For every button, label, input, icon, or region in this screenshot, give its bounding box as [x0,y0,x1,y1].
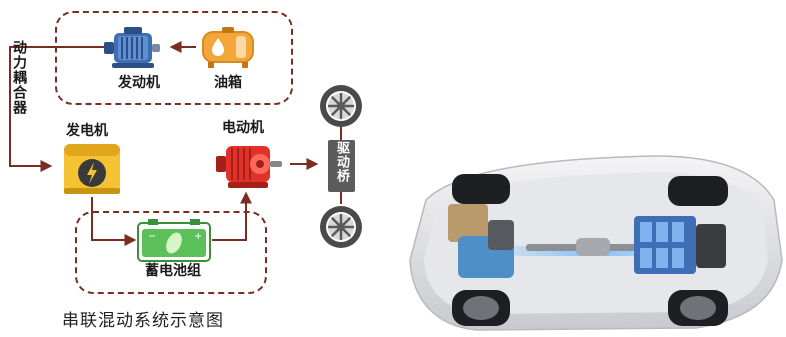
engine-icon [100,25,162,71]
svg-text:−: − [148,231,156,242]
coupler-label: 动力耦合器 [11,40,27,115]
motor-label: 电动机 [222,120,264,136]
battery-icon: − + [136,219,212,263]
engine-group-box [55,11,293,105]
fuel-tank-label: 油箱 [214,75,242,91]
generator-label: 发电机 [66,123,108,139]
motor-icon [212,138,286,192]
hybrid-diagram: 发动机 油箱 动力耦合器 发电机 电动机 [9,11,364,331]
diagram-caption: 串联混动系统示意图 [62,311,224,331]
arrow-battery-to-motor [212,191,252,241]
battery-label: 蓄电池组 [145,263,201,279]
car-chassis-illustration [396,140,786,337]
drive-axle-label: 驱动桥 [334,141,349,183]
battery-group-box [75,211,267,294]
arrow-engine-to-generator [9,46,105,172]
engine-label: 发动机 [118,75,160,91]
generator-icon [60,140,124,198]
fuel-tank-icon [200,26,256,70]
wheel-icon-top [318,83,364,129]
svg-text:+: + [194,231,202,242]
wheel-icon-bottom [318,204,364,250]
drive-axle-box [328,140,355,192]
